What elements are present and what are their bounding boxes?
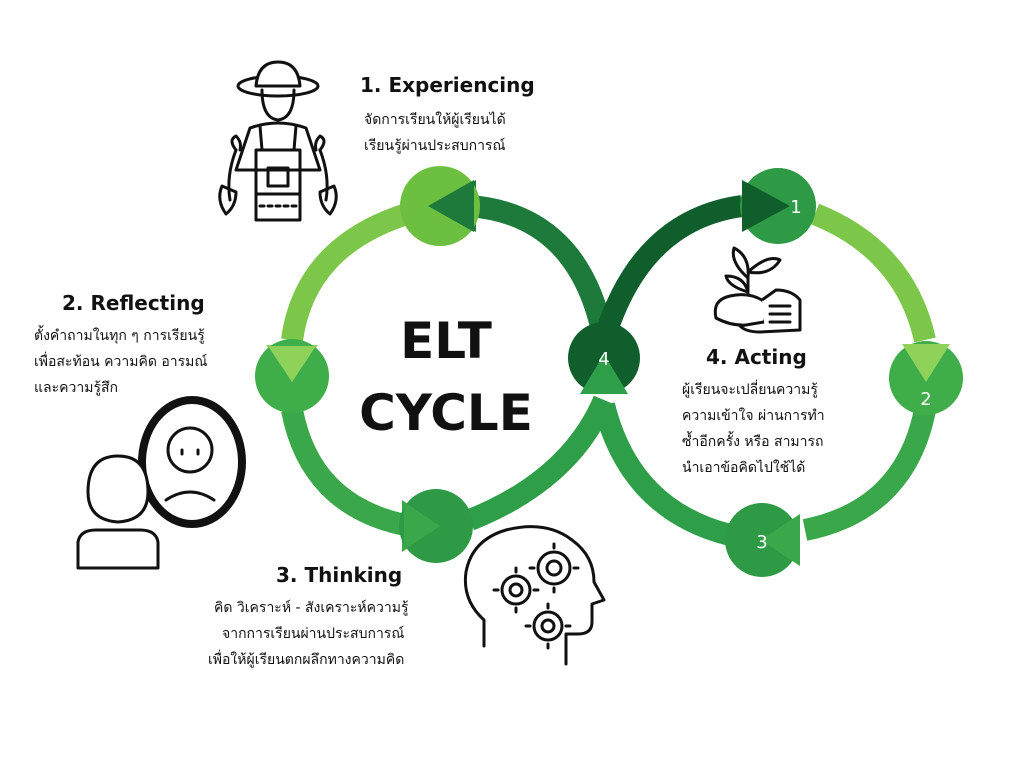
right-loop-arc-bottom-left bbox=[593, 402, 733, 546]
center-node-group: 4 bbox=[568, 322, 640, 394]
step-2-line-2: เพื่อสะท้อน ความคิด อารมณ์ bbox=[34, 352, 207, 370]
left-loop bbox=[255, 166, 615, 563]
step-2-line-3: และความรู้สึก bbox=[34, 380, 118, 396]
step-3-line-1: คิด วิเคราะห์ - สังเคราะห์ความรู้ bbox=[214, 599, 409, 616]
step-1-line-2: เรียนรู้ผ่านประสบการณ์ bbox=[364, 137, 505, 154]
farmer-icon bbox=[218, 60, 338, 222]
right-loop-arc-top-left bbox=[593, 195, 744, 344]
mirror-reflection-icon bbox=[76, 396, 246, 570]
hand-plant-seedling-icon bbox=[713, 246, 802, 334]
node-label-2: 2 bbox=[920, 389, 931, 410]
left-loop-arc-top-left bbox=[281, 202, 414, 342]
left-loop-arc-bottom-left bbox=[281, 407, 408, 536]
step-3-title: 3. Thinking bbox=[276, 563, 402, 587]
step-3-line-2: จากการเรียนผ่านประสบการณ์ bbox=[222, 625, 404, 642]
center-title-line2: CYCLE bbox=[359, 384, 533, 442]
right-loop-arc-top-right bbox=[810, 203, 936, 343]
step-4-line-3: ซ้ำอีกครั้ง หรือ สามารถ bbox=[682, 431, 824, 450]
center-title-line1: ELT bbox=[400, 312, 492, 370]
left-loop-arc-top-right bbox=[468, 195, 615, 343]
step-experiencing: 1. Experiencing จัดการเรียนให้ผู้เรียนได… bbox=[360, 73, 535, 154]
node-label-4: 4 bbox=[598, 349, 609, 370]
right-loop-arc-bottom-right bbox=[802, 407, 936, 541]
left-top-node-arrow bbox=[428, 180, 474, 232]
right-right-node-arrow bbox=[902, 344, 950, 382]
right-loop: 1 2 3 bbox=[593, 168, 963, 577]
step-3-line-3: เพื่อให้ผู้เรียนตกผลึกทางความคิด bbox=[208, 650, 404, 668]
step-4-title: 4. Acting bbox=[706, 345, 807, 369]
step-2-line-1: ตั้งคำถามในทุก ๆ การเรียนรู้ bbox=[34, 325, 205, 344]
node-label-1: 1 bbox=[790, 197, 801, 218]
step-acting: 4. Acting ผู้เรียนจะเปลี่ยนความรู้ ความเ… bbox=[682, 345, 825, 476]
left-bottom-node-arrow bbox=[404, 502, 440, 550]
step-2-title: 2. Reflecting bbox=[62, 291, 205, 315]
step-4-line-4: นำเอาข้อคิดไปใช้ได้ bbox=[682, 459, 805, 476]
node-label-3: 3 bbox=[756, 532, 767, 553]
left-left-node-arrow bbox=[268, 346, 316, 382]
right-bottom-node-arrow bbox=[760, 514, 800, 566]
step-1-title: 1. Experiencing bbox=[360, 73, 535, 97]
step-4-line-1: ผู้เรียนจะเปลี่ยนความรู้ bbox=[682, 380, 818, 398]
step-thinking: 3. Thinking คิด วิเคราะห์ - สังเคราะห์คว… bbox=[208, 563, 409, 668]
center-node-arrow-up bbox=[580, 354, 628, 394]
step-reflecting: 2. Reflecting ตั้งคำถามในทุก ๆ การเรียนร… bbox=[34, 291, 207, 396]
right-top-node-arrow bbox=[742, 180, 790, 232]
left-loop-arc-bottom-right bbox=[465, 395, 615, 531]
step-4-line-2: ความเข้าใจ ผ่านการทำ bbox=[682, 407, 825, 424]
step-1-line-1: จัดการเรียนให้ผู้เรียนได้ bbox=[364, 111, 506, 128]
thinking-head-gears-icon bbox=[463, 525, 606, 666]
